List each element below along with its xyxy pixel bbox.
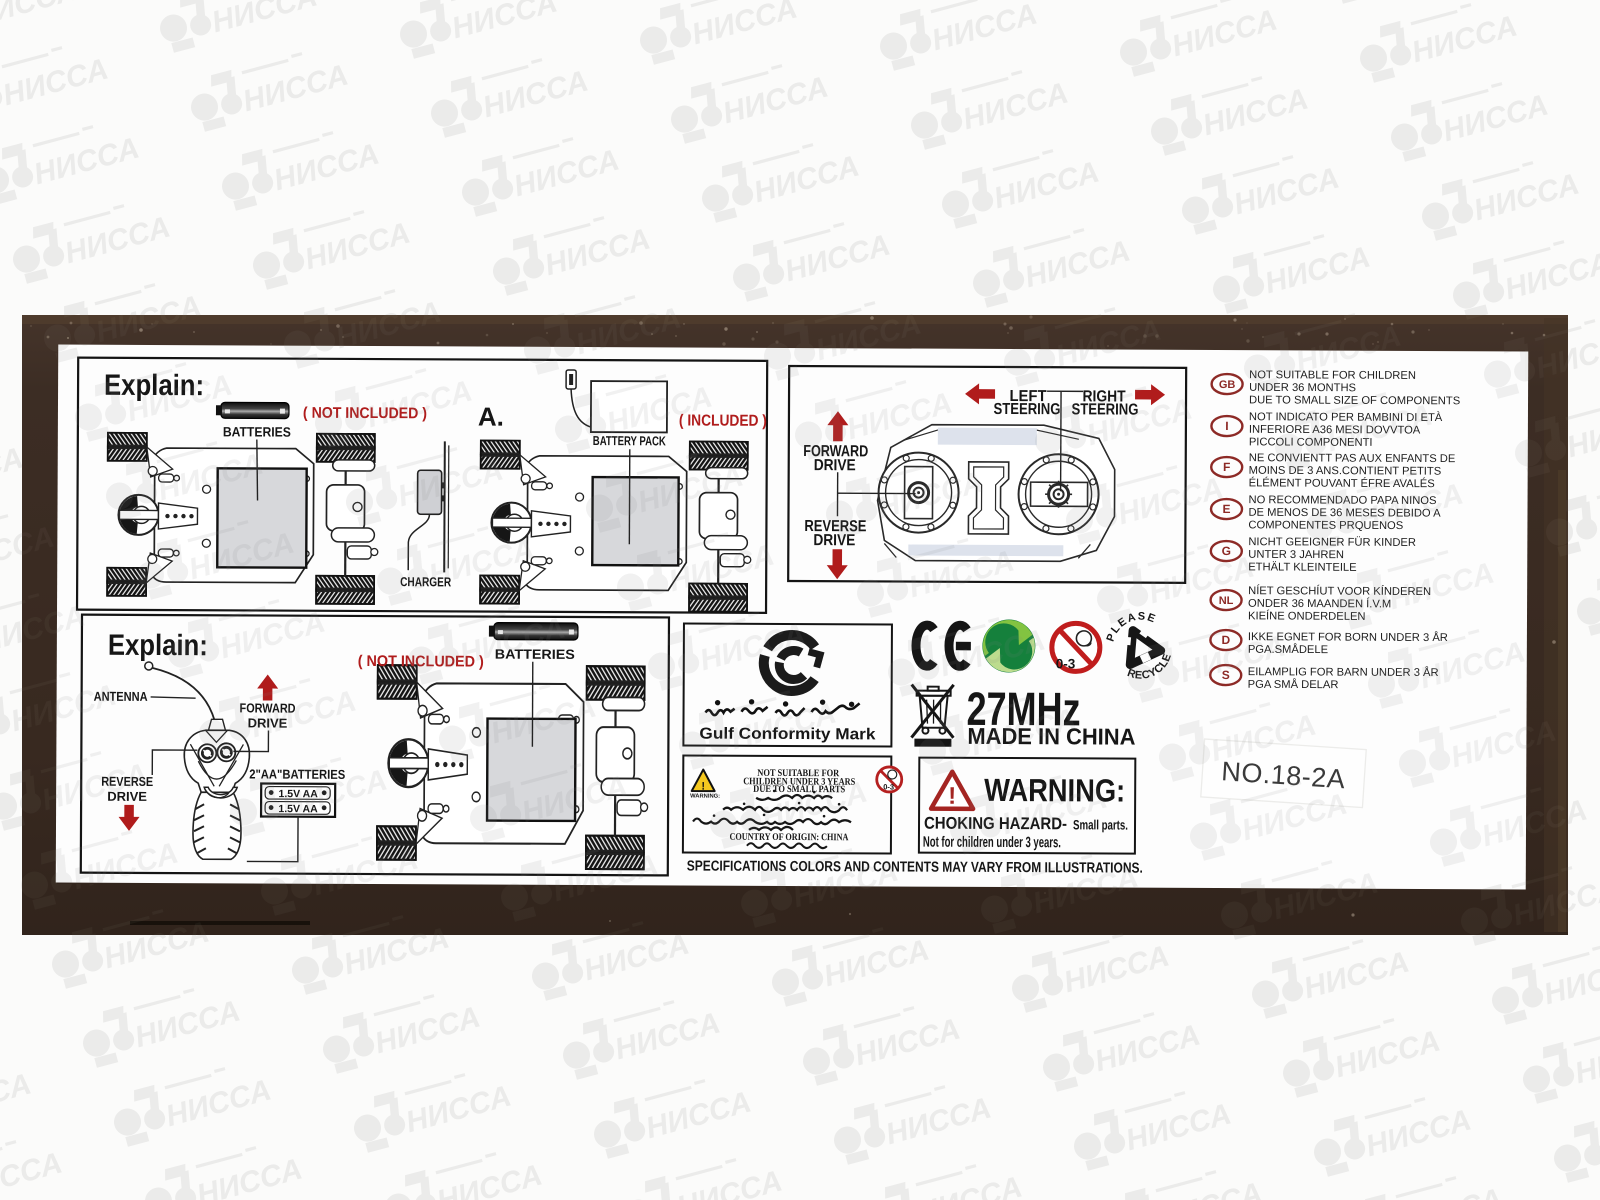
svg-text:!: ! <box>948 783 956 810</box>
svg-text:STEERING: STEERING <box>993 401 1060 418</box>
svg-text:LEFT: LEFT <box>1010 388 1047 405</box>
svg-text:DUE TO SMALL PARTS: DUE TO SMALL PARTS <box>753 784 845 795</box>
svg-text:MOINS DE 3 ANS.CONTIENT PETITS: MOINS DE 3 ANS.CONTIENT PETITS <box>1249 465 1442 478</box>
svg-text:0-3: 0-3 <box>883 782 894 791</box>
svg-text:0-3: 0-3 <box>1056 656 1076 671</box>
svg-text:D: D <box>1222 633 1231 647</box>
svg-text:COUNTRY OF ORIGIN: CHINA: COUNTRY OF ORIGIN: CHINA <box>729 832 849 844</box>
svg-text:RIGHT: RIGHT <box>1083 388 1126 405</box>
svg-text:E: E <box>1222 502 1230 516</box>
svg-text:F: F <box>1223 460 1230 474</box>
svg-text:GB: GB <box>1219 379 1236 391</box>
svg-text:NL: NL <box>1219 595 1234 607</box>
svg-text:( INCLUDED ): ( INCLUDED ) <box>679 412 767 429</box>
svg-text:CHILDREN UNDER 3 YEARS: CHILDREN UNDER 3 YEARS <box>743 776 855 788</box>
svg-text:I: I <box>1225 419 1228 433</box>
svg-text:!: ! <box>701 781 705 793</box>
svg-text:Small parts.: Small parts. <box>1073 817 1128 832</box>
svg-text:A.: A. <box>478 402 504 432</box>
svg-text:G: G <box>1222 544 1231 558</box>
svg-text:DRIVE: DRIVE <box>814 457 856 474</box>
svg-text:WARNING:: WARNING: <box>690 794 720 800</box>
svg-text:NOT SUITABLE FOR: NOT SUITABLE FOR <box>757 768 840 779</box>
svg-text:BATTERIES: BATTERIES <box>223 424 291 439</box>
svg-text:IKKE EGNET FOR BORN UNDER 3 ÅR: IKKE EGNET FOR BORN UNDER 3 ÅR <box>1248 630 1448 644</box>
svg-text:ÉLÉMENT POUVANT ÉFRE AVALÉS: ÉLÉMENT POUVANT ÉFRE AVALÉS <box>1249 476 1435 490</box>
svg-text:KIEÍNE ONDERDELEN: KIEÍNE ONDERDELEN <box>1248 609 1366 623</box>
svg-text:PGA SMÅ DELAR: PGA SMÅ DELAR <box>1248 678 1339 691</box>
svg-text:SPECIFICATIONS COLORS AND CONT: SPECIFICATIONS COLORS AND CONTENTS MAY V… <box>687 859 1143 877</box>
svg-text:UNTER 3 JAHREN: UNTER 3 JAHREN <box>1248 549 1344 561</box>
svg-text:ETHÄLT KLEINTEILE: ETHÄLT KLEINTEILE <box>1248 561 1356 574</box>
